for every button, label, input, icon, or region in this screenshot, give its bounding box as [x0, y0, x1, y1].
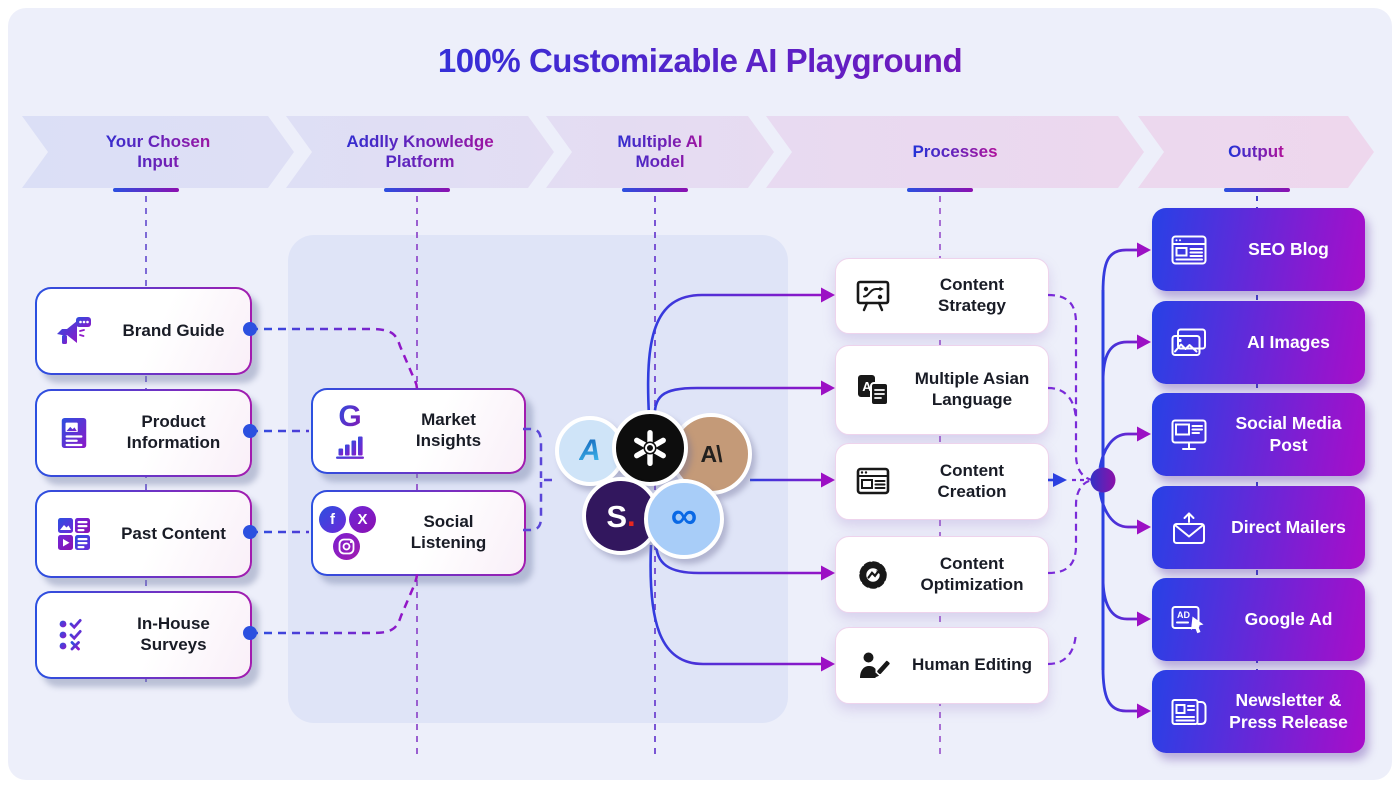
openai-logo-icon [612, 410, 688, 486]
step-underline [384, 188, 450, 192]
facebook-icon: f [319, 506, 346, 533]
input-label: Past Content [121, 523, 226, 543]
step-banner-processes: Processes [766, 116, 1144, 188]
newspaper-icon [1152, 696, 1226, 728]
person-edit-icon [836, 650, 910, 682]
step-label: Processes [912, 141, 998, 161]
process-label: Content Creation [937, 460, 1007, 501]
ad-pointer-icon: AD [1152, 604, 1226, 636]
output-label: Direct Mailers [1231, 516, 1346, 537]
step-underline [113, 188, 179, 192]
output-box-newsletter-press-release: Newsletter & Press Release [1152, 670, 1365, 753]
input-box-past-content: Past Content [35, 490, 252, 578]
blog-window-icon [1152, 235, 1226, 265]
step-label: Multiple AI Model [605, 132, 715, 173]
step-underline [622, 188, 688, 192]
knowledge-box-social-listening: f X Social Listening [311, 490, 526, 576]
translate-cards-icon: A [836, 373, 910, 407]
output-label: Newsletter & Press Release [1229, 690, 1348, 732]
instagram-icon [333, 533, 360, 560]
step-label: Your Chosen Input [83, 132, 233, 173]
gear-optimize-icon [836, 559, 910, 591]
svg-text:A: A [862, 379, 872, 394]
step-underline [907, 188, 973, 192]
step-banner-input: Your Chosen Input [22, 116, 294, 188]
megaphone-icon [37, 314, 111, 348]
step-banner-output: Output [1138, 116, 1374, 188]
media-grid-icon [37, 516, 111, 552]
knowledge-box-market-insights: G Market Insights [311, 388, 526, 474]
product-document-icon [37, 415, 111, 451]
knowledge-label: Market Insights [415, 410, 482, 450]
input-box-product-information: Product Information [35, 389, 252, 477]
output-label: Google Ad [1244, 608, 1333, 629]
input-label: Brand Guide [122, 320, 225, 340]
process-label: Content Strategy [937, 275, 1007, 315]
mail-up-icon [1152, 511, 1226, 545]
step-label: Output [1228, 141, 1284, 161]
output-label: Social Media Post [1235, 413, 1342, 455]
input-box-brand-guide: Brand Guide [35, 287, 252, 375]
google-g-icon: G [338, 400, 362, 433]
page-title: 100% Customizable AI Playground [0, 42, 1400, 80]
output-box-google-ad: AD Google Ad [1152, 578, 1365, 661]
output-box-ai-images: AI Images [1152, 301, 1365, 384]
webpage-icon [836, 467, 910, 496]
output-box-social-media-post: Social Media Post [1152, 393, 1365, 476]
process-box-content-optimization: Content Optimization [835, 536, 1049, 613]
process-box-multiple-asian-language: A Multiple Asian Language [835, 345, 1049, 435]
output-label: AI Images [1247, 331, 1330, 352]
process-label: Human Editing [912, 655, 1032, 675]
output-label: SEO Blog [1248, 238, 1329, 259]
meta-logo-icon: ∞ [644, 479, 724, 559]
output-box-direct-mailers: Direct Mailers [1152, 486, 1365, 569]
process-box-human-editing: Human Editing [835, 627, 1049, 704]
step-underline [1224, 188, 1290, 192]
process-box-content-creation: Content Creation [835, 443, 1049, 520]
step-banner-ai-model: Multiple AI Model [546, 116, 774, 188]
x-icon: X [349, 506, 376, 533]
svg-text:AD: AD [1177, 610, 1190, 620]
input-label: In-House Surveys [137, 614, 210, 654]
survey-checklist-icon [37, 618, 111, 652]
strategy-board-icon [836, 280, 910, 312]
photo-stack-icon [1152, 328, 1226, 357]
knowledge-label: Social Listening [410, 512, 487, 552]
input-box-in-house-surveys: In-House Surveys [35, 591, 252, 679]
step-label: Addlly Knowledge Platform [320, 132, 520, 173]
step-banner-knowledge: Addlly Knowledge Platform [286, 116, 554, 188]
monitor-post-icon [1152, 419, 1226, 451]
process-label: Multiple Asian Language [914, 369, 1030, 409]
output-box-seo-blog: SEO Blog [1152, 208, 1365, 291]
growth-chart-icon [336, 436, 364, 459]
process-label: Content Optimization [920, 553, 1024, 594]
input-label: Product Information [126, 412, 221, 452]
process-box-content-strategy: Content Strategy [835, 258, 1049, 334]
